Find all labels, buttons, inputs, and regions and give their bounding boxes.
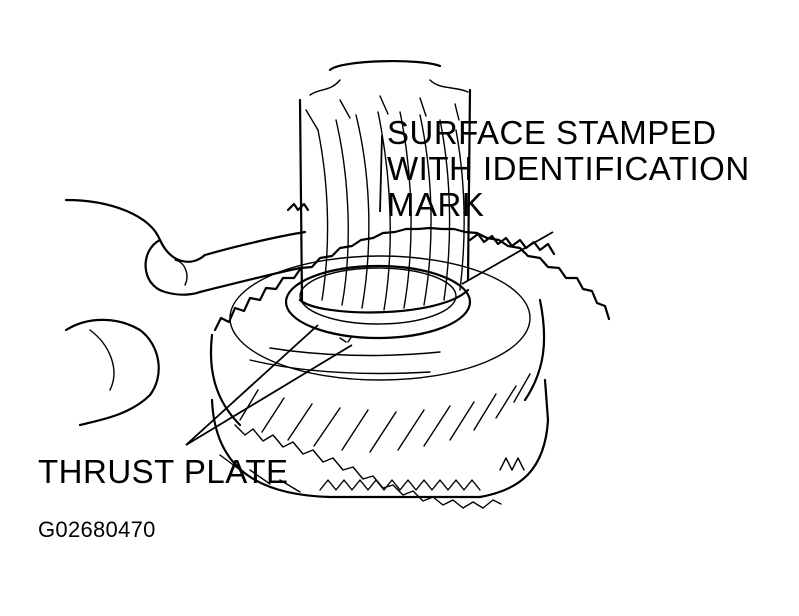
callout-surface-line-1: SURFACE STAMPED bbox=[387, 114, 717, 151]
leader-thrust-plate-1 bbox=[185, 324, 319, 446]
hand-with-tool bbox=[64, 198, 307, 427]
callout-surface-line-2: WITH IDENTIFICATION bbox=[387, 150, 750, 187]
leader-surface-mark bbox=[379, 134, 383, 213]
lower-gear bbox=[210, 378, 550, 499]
figure-id: G02680470 bbox=[38, 517, 156, 542]
leader-surface-mark-2 bbox=[461, 231, 554, 285]
upper-gear bbox=[286, 202, 556, 256]
splined-shaft bbox=[298, 60, 472, 314]
callout-surface-line-3: MARK bbox=[387, 186, 485, 223]
callout-thrust-plate: THRUST PLATE bbox=[38, 453, 289, 490]
leader-thrust-plate-2 bbox=[185, 344, 353, 446]
helical-gear bbox=[209, 226, 611, 509]
callout-surface-stamped: SURFACE STAMPED WITH IDENTIFICATION MARK bbox=[387, 115, 750, 223]
thrust-plate bbox=[284, 264, 472, 343]
leader-lines bbox=[185, 134, 554, 446]
